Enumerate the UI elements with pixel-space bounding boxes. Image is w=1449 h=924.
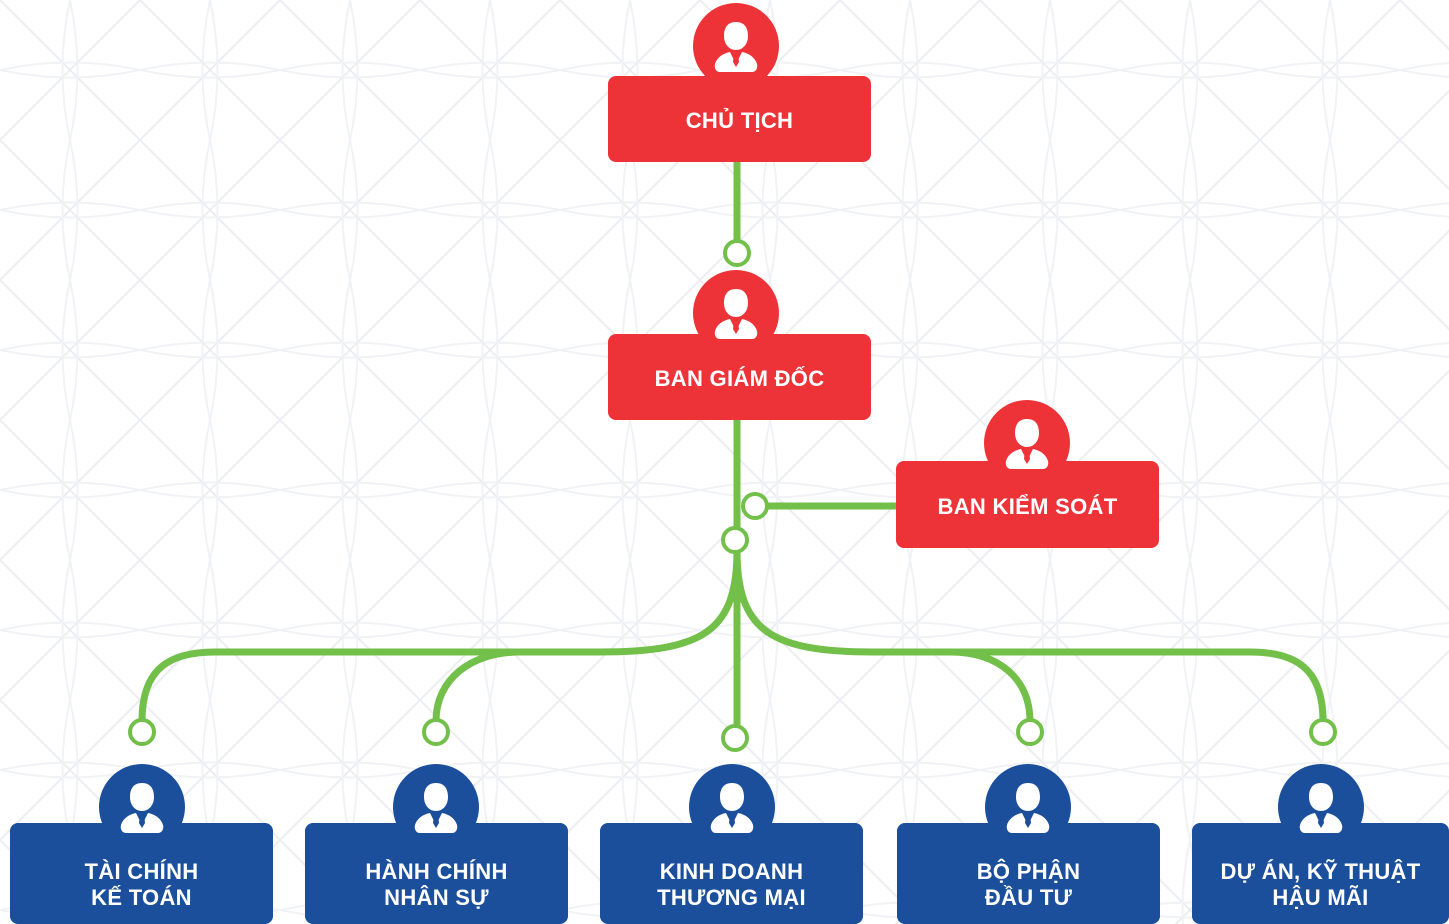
junction-dot-projects: [1309, 718, 1337, 746]
node-chairman: CHỦ TỊCH: [608, 76, 871, 162]
node-label-business-trade: KINH DOANH THƯƠNG MẠI: [657, 858, 806, 910]
node-label-admin-hr: HÀNH CHÍNH NHÂN SỰ: [365, 858, 508, 910]
node-business-trade: KINH DOANH THƯƠNG MẠI: [600, 823, 863, 924]
junction-dot-supervisory: [741, 492, 769, 520]
connector-to-finance: [138, 546, 741, 725]
person-with-tie-icon: [693, 3, 779, 89]
person-with-tie-icon: [393, 764, 479, 850]
person-with-tie-icon: [689, 764, 775, 850]
node-label-projects-tech: DỰ ÁN, KỸ THUẬT HẬU MÃI: [1220, 858, 1421, 910]
junction-dot-investment: [1016, 718, 1044, 746]
connector-to-projects: [946, 648, 1034, 725]
junction-dot-business-trade: [721, 724, 749, 752]
person-with-tie-icon: [985, 764, 1071, 850]
node-board-of-directors: BAN GIÁM ĐỐC: [608, 334, 871, 420]
person-with-tie-icon: [1278, 764, 1364, 850]
junction-dot-directors: [723, 239, 751, 267]
junction-dot-admin-hr: [422, 718, 450, 746]
node-projects-tech: DỰ ÁN, KỸ THUẬT HẬU MÃI: [1192, 823, 1449, 924]
person-with-tie-icon: [99, 764, 185, 850]
node-label-finance-accounting: TÀI CHÍNH KẾ TOÁN: [84, 858, 199, 910]
node-label-supervisory-board: BAN KIỂM SOÁT: [937, 493, 1118, 519]
node-label-investment: BỘ PHẬN ĐẦU TƯ: [976, 858, 1081, 910]
person-with-tie-icon: [984, 400, 1070, 486]
junction-dot-finance: [128, 718, 156, 746]
node-label-chairman: CHỦ TỊCH: [685, 108, 794, 133]
node-label-board-of-directors: BAN GIÁM ĐỐC: [654, 366, 825, 391]
connector-to-admin-hr: [432, 648, 524, 725]
junction-dot-trunk: [721, 526, 749, 554]
person-with-tie-icon: [693, 270, 779, 356]
connector-to-investment: [733, 546, 1327, 725]
